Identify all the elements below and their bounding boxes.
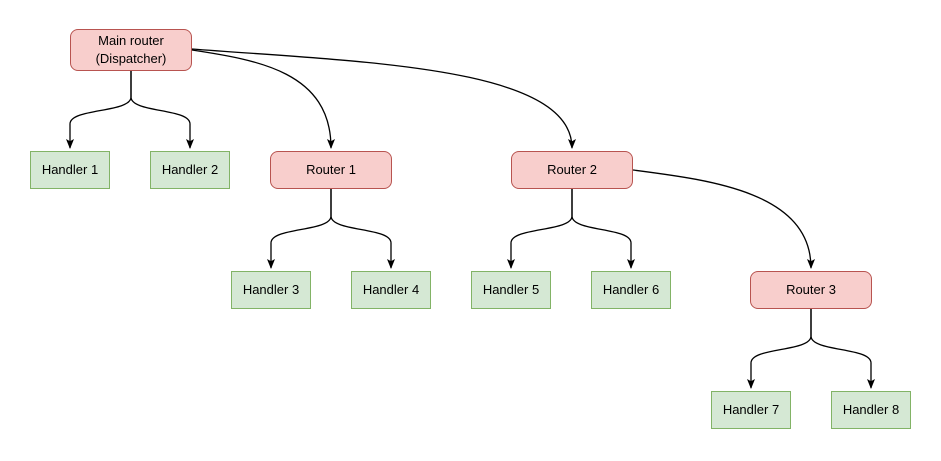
node-handler-4-label: Handler 4	[362, 282, 420, 297]
node-handler-5-label: Handler 5	[482, 282, 540, 297]
node-handler-7: Handler 7	[711, 391, 791, 429]
node-handler-8: Handler 8	[831, 391, 911, 429]
node-router-1-label: Router 1	[306, 162, 356, 177]
node-handler-2: Handler 2	[150, 151, 230, 189]
node-main-router: Main router (Dispatcher)	[70, 29, 192, 71]
node-handler-6-label: Handler 6	[602, 282, 660, 297]
node-handler-5: Handler 5	[471, 271, 551, 309]
edge-router-1-to-handler-4	[330, 189, 395, 269]
node-handler-1: Handler 1	[30, 151, 110, 189]
edge-router-3-to-handler-8	[810, 309, 875, 389]
edge-main-router-to-handler-1	[66, 71, 132, 149]
node-handler-7-label: Handler 7	[722, 402, 780, 417]
edge-router-2-to-router-3	[632, 169, 815, 269]
edge-main-router-to-router-2	[191, 48, 576, 149]
node-router-3: Router 3	[750, 271, 872, 309]
node-router-2-label: Router 2	[547, 162, 597, 177]
node-handler-3: Handler 3	[231, 271, 311, 309]
node-handler-3-label: Handler 3	[242, 282, 300, 297]
node-handler-8-label: Handler 8	[842, 402, 900, 417]
node-router-2: Router 2	[511, 151, 633, 189]
node-main-router-label: Main router (Dispatcher)	[95, 33, 167, 66]
node-handler-4: Handler 4	[351, 271, 431, 309]
edge-router-1-to-handler-3	[267, 189, 332, 269]
node-router-1: Router 1	[270, 151, 392, 189]
edge-router-3-to-handler-7	[747, 309, 812, 389]
node-router-3-label: Router 3	[786, 282, 836, 297]
edge-main-router-to-router-1	[191, 49, 335, 149]
edge-router-2-to-handler-6	[571, 189, 635, 269]
node-handler-6: Handler 6	[591, 271, 671, 309]
node-handler-1-label: Handler 1	[41, 162, 99, 177]
edge-main-router-to-handler-2	[130, 71, 194, 149]
node-handler-2-label: Handler 2	[161, 162, 219, 177]
edge-router-2-to-handler-5	[507, 189, 573, 269]
